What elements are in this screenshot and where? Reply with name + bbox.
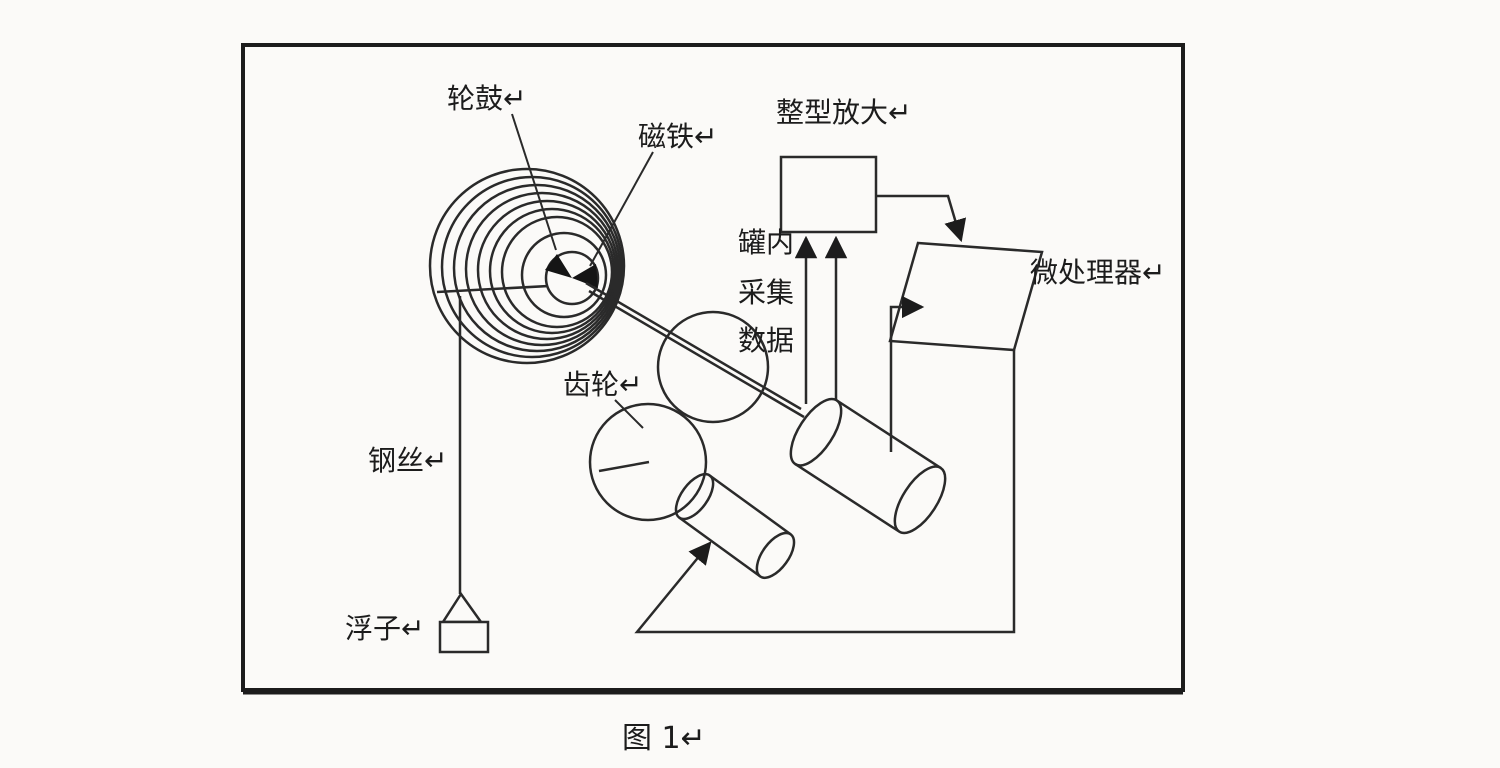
sensor-cylinder bbox=[789, 397, 947, 535]
tank-data-label-line1: 罐内 bbox=[738, 226, 794, 259]
roller-cylinder bbox=[674, 472, 796, 580]
arrow-sensor-to-microprocessor bbox=[889, 295, 925, 452]
microprocessor-parallelogram bbox=[888, 241, 1044, 352]
drum-leader bbox=[511, 113, 557, 251]
gear-large bbox=[656, 310, 770, 424]
arrow-microprocessor-to-roller bbox=[634, 350, 1016, 634]
steel-wire-label: 钢丝↵ bbox=[368, 444, 447, 477]
tank-data-label-line2: 采集 bbox=[738, 276, 794, 309]
gear-axle bbox=[598, 460, 650, 473]
diagram-border bbox=[241, 43, 1185, 692]
drum-spiral bbox=[428, 167, 626, 365]
gear-small bbox=[588, 402, 708, 522]
leader-lines bbox=[511, 113, 654, 429]
magnet-label: 磁铁↵ bbox=[638, 120, 717, 153]
float-weight bbox=[438, 620, 490, 654]
arrow-amplifier-to-microprocessor bbox=[877, 194, 967, 243]
shaping-amplifier-box bbox=[779, 155, 878, 234]
magnet-wedge-right bbox=[572, 264, 598, 288]
float-label: 浮子↵ bbox=[345, 612, 424, 645]
shaping-amplifier-label: 整型放大↵ bbox=[776, 96, 911, 129]
gear-label: 齿轮↵ bbox=[563, 368, 642, 401]
drum-label: 轮鼓↵ bbox=[447, 82, 526, 115]
magnet-leader bbox=[589, 151, 654, 267]
microprocessor-label: 微处理器↵ bbox=[1030, 256, 1165, 289]
float-hook bbox=[440, 591, 484, 624]
signal-arrows bbox=[634, 194, 1016, 634]
magnet-wedge-left bbox=[545, 254, 572, 278]
tank-data-label-line3: 数据 bbox=[738, 324, 794, 357]
gear-leader bbox=[614, 399, 644, 429]
figure-caption: 图 1↵ bbox=[622, 721, 706, 756]
